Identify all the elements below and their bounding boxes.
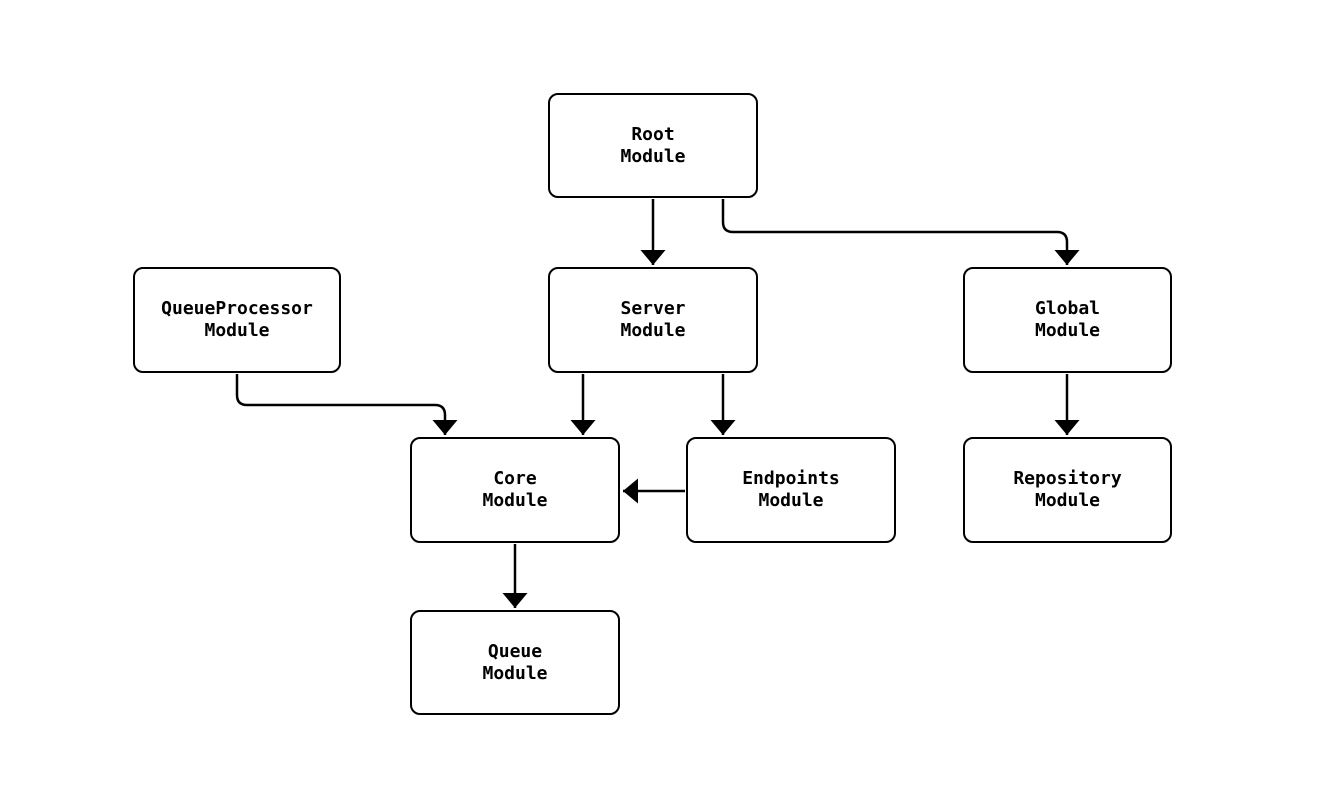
node-core-module: Core Module (410, 437, 620, 543)
node-subtitle: Module (482, 490, 548, 511)
node-repository-module: Repository Module (963, 437, 1172, 543)
node-title: Repository (1013, 468, 1122, 489)
node-queueprocessor-module: QueueProcessor Module (133, 267, 341, 373)
node-title: Server (620, 298, 686, 319)
edge-root-to-global (721, 199, 1080, 265)
node-title: Endpoints (742, 468, 840, 489)
node-subtitle: Module (758, 490, 824, 511)
node-title: Queue (487, 640, 543, 662)
node-endpoints-module: Endpoints Module (686, 437, 896, 543)
edge-queueprocessor-to-core (235, 374, 458, 435)
node-server-module: Server Module (548, 267, 758, 373)
node-queue-module: Queue Module (410, 610, 620, 715)
node-root-module: Root Module (548, 93, 758, 198)
node-title: Core (493, 468, 537, 489)
node-title: QueueProcessor (161, 298, 313, 319)
node-subtitle: Module (620, 320, 686, 341)
node-subtitle: Module (482, 662, 548, 684)
node-subtitle: Module (1034, 320, 1101, 341)
node-subtitle: Module (1034, 490, 1101, 511)
node-title: Global (1034, 298, 1101, 319)
node-subtitle: Module (204, 320, 270, 341)
node-title: Root (631, 123, 675, 145)
node-subtitle: Module (620, 145, 686, 167)
node-global-module: Global Module (963, 267, 1172, 373)
